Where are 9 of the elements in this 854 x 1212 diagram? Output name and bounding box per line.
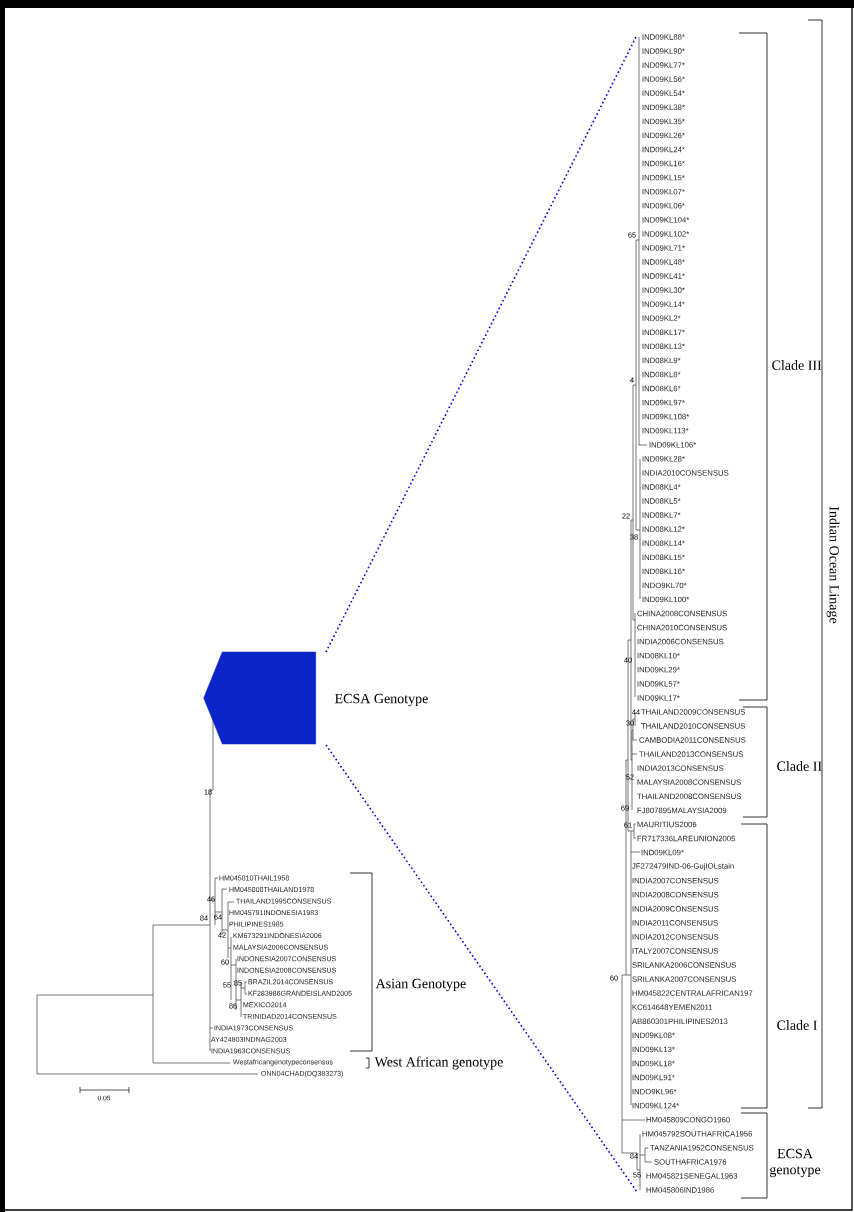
clade-label: Asian Genotype: [375, 978, 466, 992]
clade-label: Clade II: [777, 761, 822, 771]
clade-label: West African genotype: [374, 1056, 503, 1070]
clade-label: Indian Ocean Linage: [826, 506, 840, 624]
clade-label: Clade I: [777, 1020, 817, 1030]
clade-label: Clade III: [772, 360, 822, 370]
collapsed-clade: [203, 651, 316, 745]
clade-label: ECSA genotype: [769, 1148, 821, 1178]
clade-label: ECSA Genotype: [335, 693, 428, 707]
